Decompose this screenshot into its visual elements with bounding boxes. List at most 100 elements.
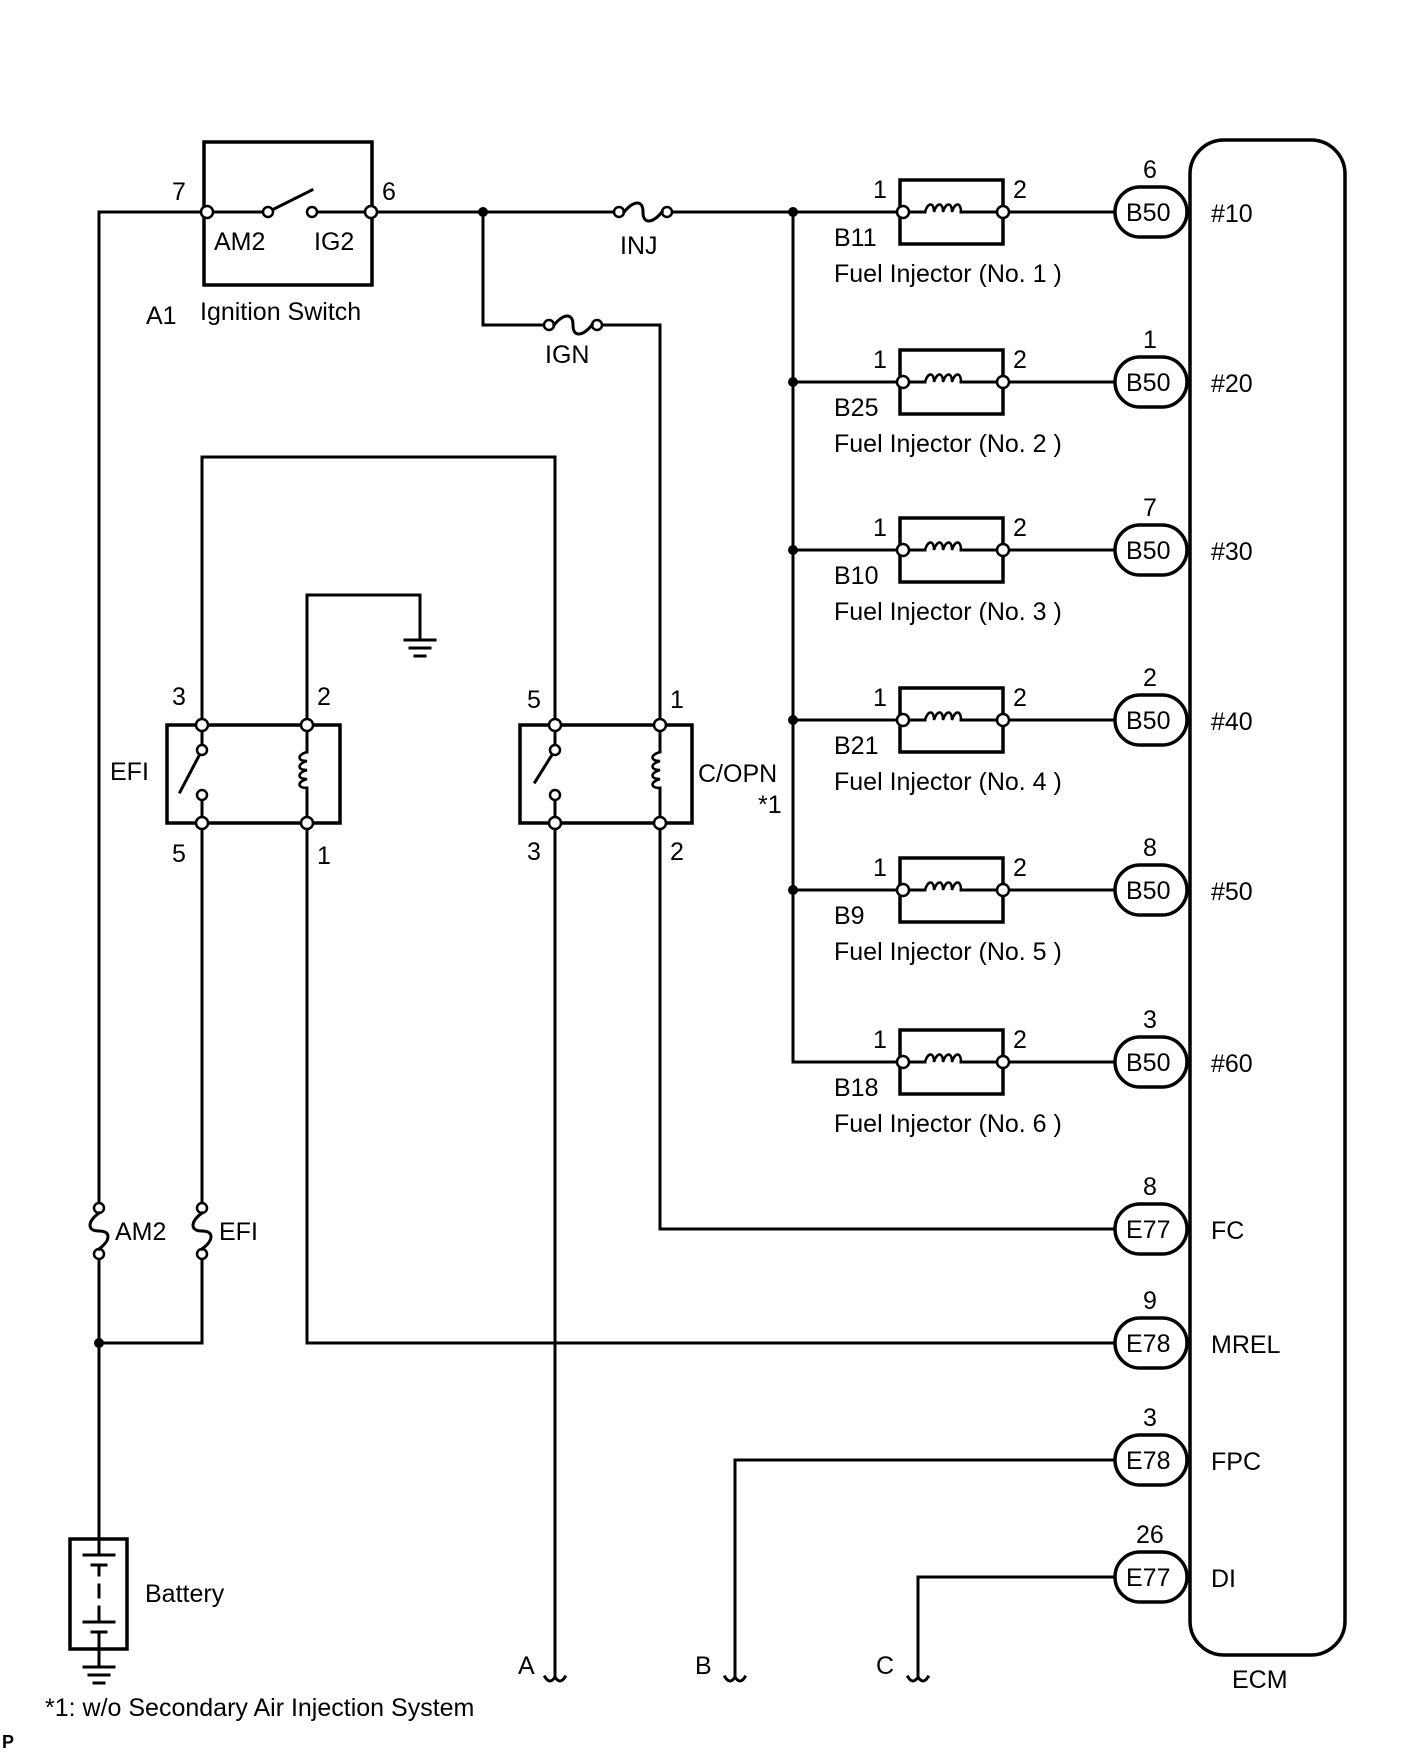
ecm-connector-id: B50 xyxy=(1126,199,1170,227)
efi-relay-pin-1: 1 xyxy=(317,842,331,870)
fuse-ign-label: IGN xyxy=(545,341,589,369)
injector-label: Fuel Injector (No. 4 ) xyxy=(834,768,1062,796)
injector-pin-2: 2 xyxy=(1013,854,1027,882)
injector-pin-2: 2 xyxy=(1013,1026,1027,1054)
injector-label: Fuel Injector (No. 2 ) xyxy=(834,430,1062,458)
battery-label: Battery xyxy=(145,1580,225,1608)
fuse-am2-label: AM2 xyxy=(115,1218,166,1246)
ecm-pin-number: 6 xyxy=(1143,156,1157,184)
injector-pin-2: 2 xyxy=(1013,514,1027,542)
copn-relay-pin-1: 1 xyxy=(670,686,684,714)
ecm-signal-name: FPC xyxy=(1211,1448,1261,1476)
injector-terminal xyxy=(895,374,911,390)
injector-terminal xyxy=(895,712,911,728)
injector-terminal xyxy=(995,882,1011,898)
injector-pin-1: 1 xyxy=(873,1026,887,1054)
efi-relay-pin-3: 3 xyxy=(172,683,186,711)
ecm-signal-name: DI xyxy=(1211,1565,1236,1593)
ecm-block: ECM xyxy=(1188,138,1347,1694)
ecm-connector-id: E77 xyxy=(1126,1216,1170,1244)
fuse-ign: IGN xyxy=(542,314,604,369)
ignition-contact-am2: AM2 xyxy=(214,228,265,256)
copn-relay-pin-5: 5 xyxy=(527,686,541,714)
ecm-signal-name: #20 xyxy=(1211,370,1253,398)
ecm-pin-number: 3 xyxy=(1143,1404,1157,1432)
ecm-pin-number: 26 xyxy=(1136,1521,1164,1549)
injector-pin-1: 1 xyxy=(873,514,887,542)
ecm-connector-id: B50 xyxy=(1126,369,1170,397)
injector-pin-2: 2 xyxy=(1013,346,1027,374)
continuation-c: C xyxy=(876,1652,894,1680)
ecm-signal-name: #40 xyxy=(1211,708,1253,736)
corner-mark: P xyxy=(2,1732,14,1752)
ecm-signal-name: #50 xyxy=(1211,878,1253,906)
copn-relay-pin-2: 2 xyxy=(670,838,684,866)
ecm-connector-badge xyxy=(1113,1433,1189,1487)
injector-label: Fuel Injector (No. 6 ) xyxy=(834,1110,1062,1138)
ignition-pin-6: 6 xyxy=(382,178,396,206)
fuse-inj: INJ xyxy=(612,201,674,260)
ecm-connector-badge xyxy=(1113,523,1189,577)
injector-terminal xyxy=(995,542,1011,558)
ecm-pin-number: 8 xyxy=(1143,1173,1157,1201)
injector-pin-1: 1 xyxy=(873,176,887,204)
injector-pin-1: 1 xyxy=(873,684,887,712)
ecm-signal-name: FC xyxy=(1211,1217,1244,1245)
copn-relay-pin-3: 3 xyxy=(527,838,541,866)
ecm-connector-badge xyxy=(1113,355,1189,409)
injector-label: Fuel Injector (No. 3 ) xyxy=(834,598,1062,626)
injector-terminal xyxy=(895,882,911,898)
injector-label: Fuel Injector (No. 5 ) xyxy=(834,938,1062,966)
injector-terminal xyxy=(895,204,911,220)
ecm-connector-badge xyxy=(1113,1316,1189,1370)
ecm-pin-number: 8 xyxy=(1143,834,1157,862)
ecm-connector-id: B50 xyxy=(1126,1049,1170,1077)
ecm-signal-name: #60 xyxy=(1211,1050,1253,1078)
ignition-connector-id: A1 xyxy=(146,302,177,330)
injector-pin-1: 1 xyxy=(873,854,887,882)
ecm-label: ECM xyxy=(1232,1666,1288,1694)
ecm-connector-badge xyxy=(1113,1035,1189,1089)
ecm-pin-number: 9 xyxy=(1143,1287,1157,1315)
copn-relay: C/OPN *1 5 1 3 2 xyxy=(518,686,782,866)
injector-pin-2: 2 xyxy=(1013,176,1027,204)
injector-terminal xyxy=(895,542,911,558)
injector-pin-1: 1 xyxy=(873,346,887,374)
copn-relay-note-mark: *1 xyxy=(758,791,782,819)
ecm-pin-number: 1 xyxy=(1143,326,1157,354)
ecm-connector-id: B50 xyxy=(1126,707,1170,735)
injector-terminal xyxy=(995,374,1011,390)
footnote: *1: w/o Secondary Air Injection System xyxy=(45,1694,474,1722)
fuse-inj-label: INJ xyxy=(620,232,658,260)
ignition-contact-ig2: IG2 xyxy=(314,228,354,256)
injector-terminal xyxy=(995,712,1011,728)
battery: Battery xyxy=(68,1523,225,1685)
fuse-am2: AM2 xyxy=(88,1201,166,1261)
copn-relay-label: C/OPN xyxy=(698,760,777,788)
continuation-a: A xyxy=(518,1652,535,1680)
ignition-pin-7: 7 xyxy=(172,178,186,206)
ecm-connector-badge xyxy=(1113,1550,1189,1604)
ecm-terminal-row: E77 8FC xyxy=(1113,1173,1244,1256)
efi-relay-pin-5: 5 xyxy=(172,840,186,868)
injector-connector-id: B11 xyxy=(834,224,877,252)
efi-relay-label: EFI xyxy=(110,758,149,786)
injector-label: Fuel Injector (No. 1 ) xyxy=(834,260,1062,288)
wires xyxy=(97,210,1117,1679)
injector-terminal xyxy=(995,1054,1011,1070)
ecm-signal-name: #10 xyxy=(1211,200,1253,228)
ecm-connector-badge xyxy=(1113,863,1189,917)
injector-connector-id: B18 xyxy=(834,1074,878,1102)
ecm-connector-id: E77 xyxy=(1126,1564,1170,1592)
ecm-connector-badge xyxy=(1113,1202,1189,1256)
fuse-efi: EFI xyxy=(191,1201,258,1261)
